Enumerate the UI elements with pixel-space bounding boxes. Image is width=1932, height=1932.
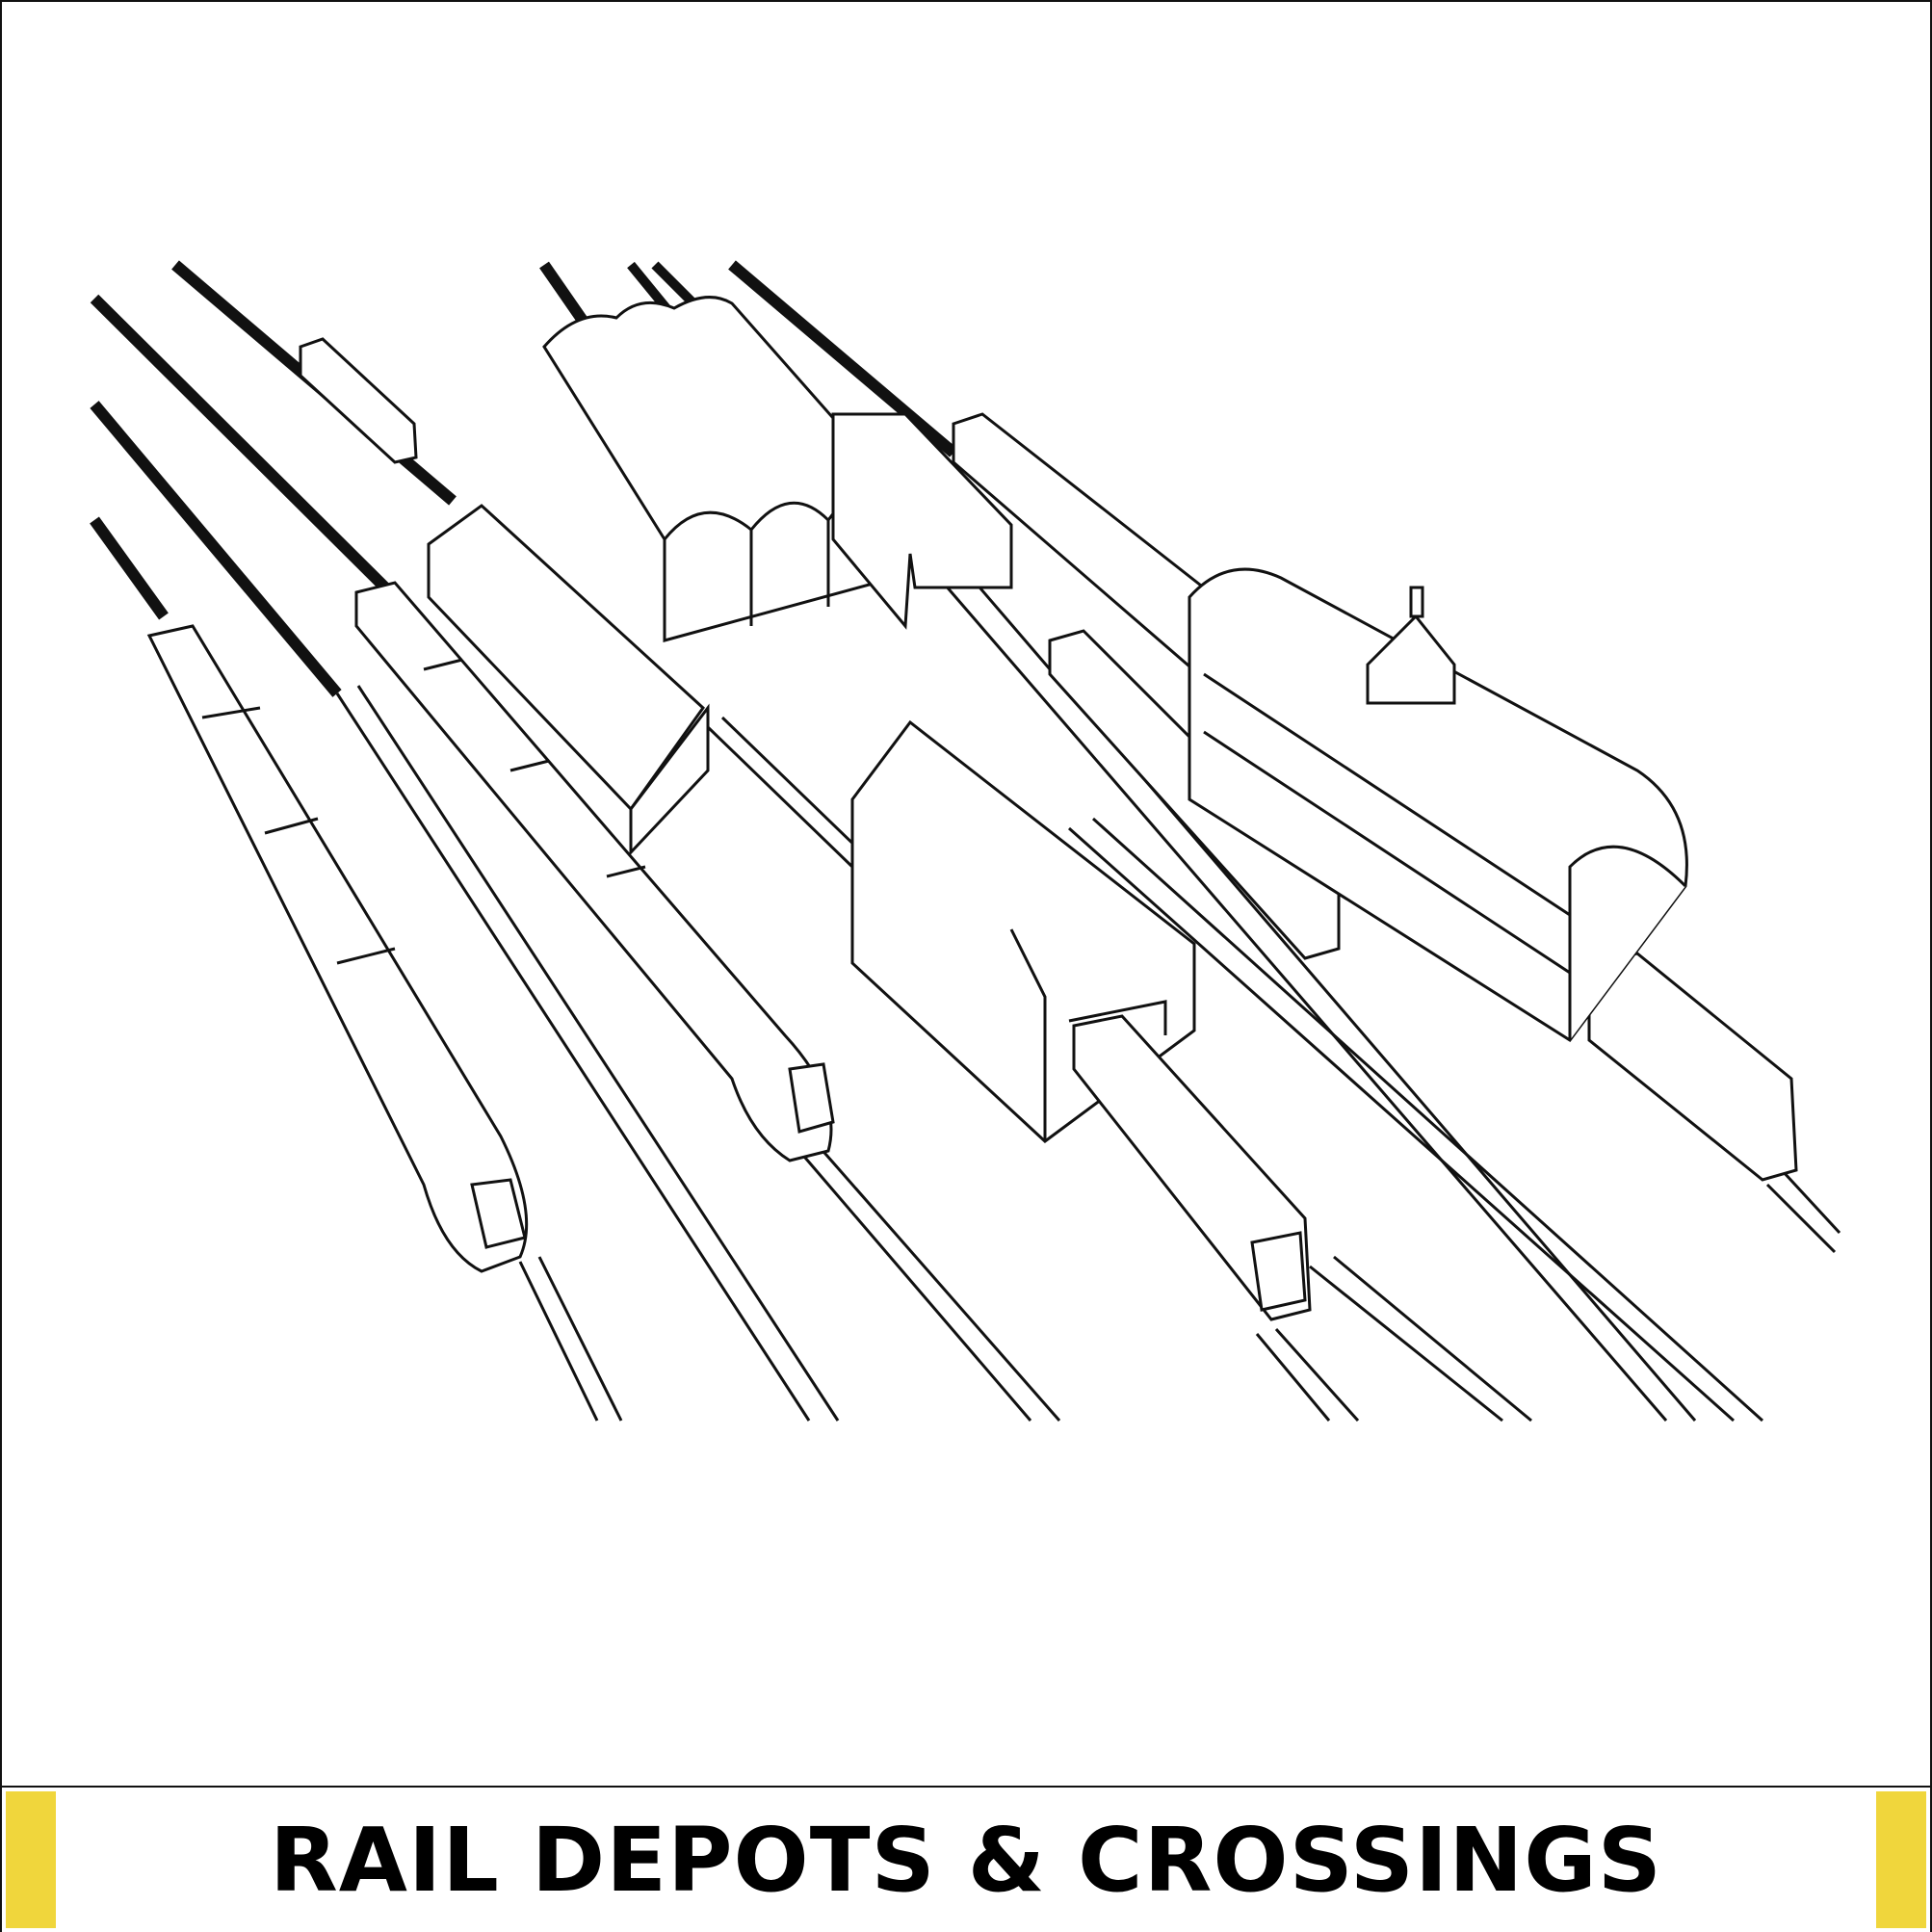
upper-shed	[831, 412, 1013, 630]
right-depot-building	[1188, 567, 1688, 1043]
platform-canopy	[427, 504, 710, 856]
middle-train	[354, 581, 835, 1162]
foreground-tracks	[335, 567, 1841, 1423]
rail-yard-illustration	[90, 260, 1841, 1423]
tunnel-train	[1072, 1014, 1312, 1321]
left-train	[146, 624, 529, 1273]
page-title: RAIL DEPOTS & CROSSINGS	[269, 1808, 1663, 1912]
accent-bar-right	[1876, 1791, 1926, 1928]
distant-train	[299, 337, 418, 464]
accent-bar-left	[6, 1791, 56, 1928]
title-banner: RAIL DEPOTS & CROSSINGS	[2, 1786, 1930, 1932]
arched-engine-shed	[542, 296, 878, 642]
